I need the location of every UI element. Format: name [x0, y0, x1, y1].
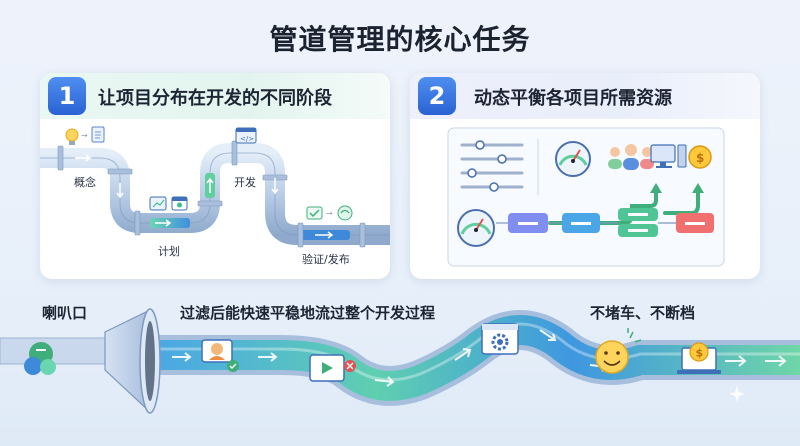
main-pipe [150, 310, 800, 406]
resource-block-purple [508, 213, 548, 233]
calendar-icon [171, 196, 188, 211]
card-title: 让项目分布在开发的不同阶段 [98, 88, 332, 109]
inlet-pipe [0, 337, 111, 365]
resource-block-blue [562, 213, 600, 233]
code-window-icon: </> [235, 127, 257, 144]
card-number-badge: 2 [418, 77, 456, 115]
card-header: 2 动态平衡各项目所需资源 [410, 73, 760, 119]
gauge-icon [555, 141, 591, 177]
stage-label-concept: 概念 [74, 176, 96, 189]
page-title: 管道管理的核心任务 [269, 23, 531, 56]
laptop-coin-icon: $ [677, 342, 721, 374]
funnel-label: 喇叭口 [42, 304, 88, 322]
svg-text:$: $ [696, 347, 704, 360]
document-icon [91, 126, 105, 143]
filter-flow-label: 过滤后能快速平稳地流过整个开发过程 [180, 304, 436, 322]
computer-icon [650, 144, 687, 168]
resource-balance-diagram: $ [447, 127, 725, 267]
chat-bubbles-icon [24, 342, 56, 375]
svg-text:→: → [81, 131, 88, 140]
card-header: 1 让项目分布在开发的不同阶段 [40, 73, 390, 119]
check-icon [306, 206, 323, 220]
card-title: 动态平衡各项目所需资源 [474, 88, 672, 109]
launch-icon [337, 205, 353, 221]
gauge-icon [457, 209, 495, 247]
settings-window-icon [481, 323, 519, 355]
card-number-badge: 1 [48, 77, 86, 115]
money-coin-icon: $ [688, 145, 712, 169]
stage-label-verify-release: 验证/发布 [302, 253, 350, 266]
stage-label-plan: 计划 [158, 245, 180, 258]
card-stage-distribution: 1 让项目分布在开发的不同阶段 [40, 73, 390, 279]
chart-board-icon [149, 196, 167, 211]
resource-block-green-stack [618, 208, 658, 237]
resource-block-red [676, 213, 714, 233]
slider-controls-icon [460, 140, 524, 192]
lightbulb-icon [65, 128, 79, 145]
svg-text:$: $ [696, 151, 704, 165]
team-icon [608, 144, 654, 170]
smiley-face-icon [595, 328, 642, 374]
video-play-icon [309, 354, 356, 382]
funnel-mouth [104, 308, 161, 414]
sparkle-icon [729, 386, 745, 402]
svg-text:→: → [326, 209, 333, 218]
goal-label: 不堵车、不断档 [590, 304, 696, 322]
card-resource-balance: 2 动态平衡各项目所需资源 [410, 73, 760, 279]
stage-label-develop: 开发 [234, 176, 256, 189]
svg-text:</>: </> [240, 135, 254, 143]
pipeline-stages-diagram: → </> → [40, 126, 390, 248]
developer-icon [201, 339, 239, 372]
